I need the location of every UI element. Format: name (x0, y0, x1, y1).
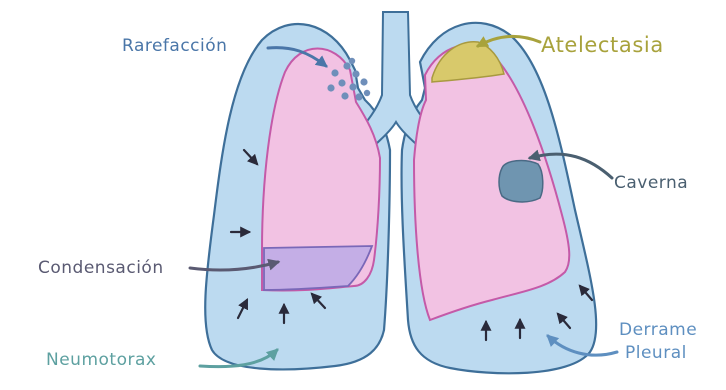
label-neumotorax: Neumotorax (46, 350, 156, 370)
label-condensacion: Condensación (38, 258, 164, 278)
label-derrame-line2: Pleural (625, 343, 687, 363)
label-atelectasia: Atelectasia (541, 33, 664, 57)
left-lung-tissue (414, 45, 569, 320)
caverna-lesion (499, 161, 543, 202)
label-rarefaccion: Rarefacción (122, 36, 227, 56)
label-caverna: Caverna (614, 173, 688, 193)
label-derrame-line1: Derrame (619, 320, 697, 340)
